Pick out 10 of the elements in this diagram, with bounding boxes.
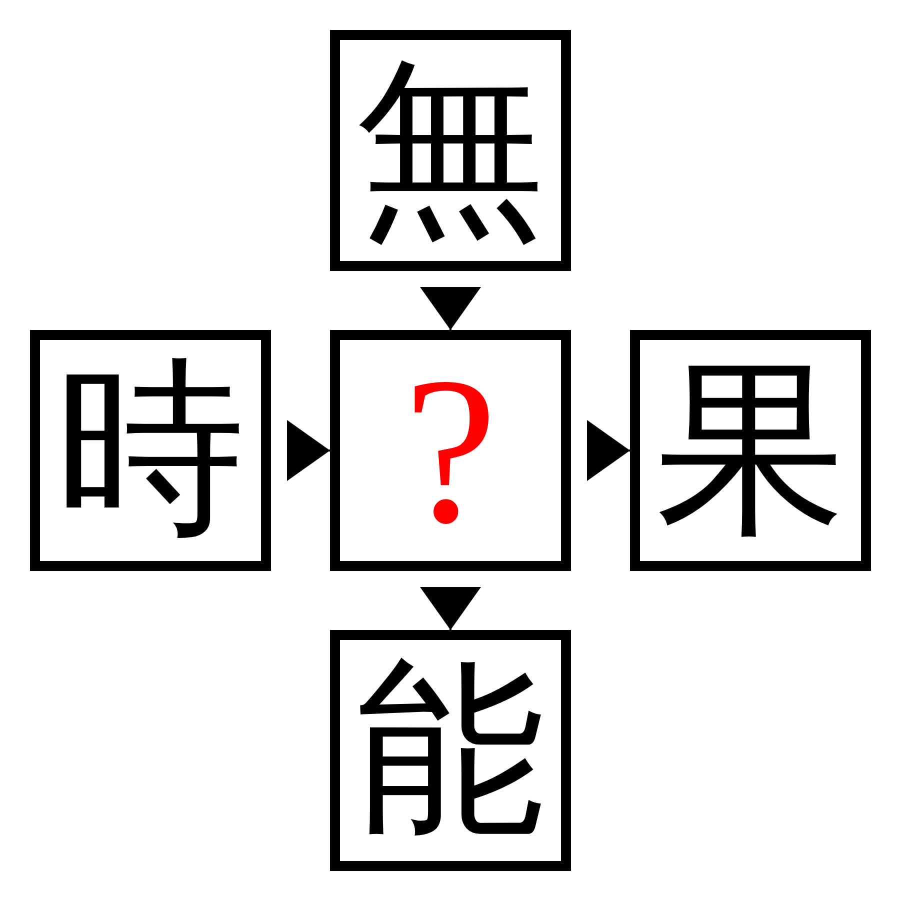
kanji-character: 時 <box>56 356 246 546</box>
question-mark: ? <box>404 346 498 556</box>
character-box <box>330 30 571 271</box>
character-box <box>630 330 871 571</box>
character-box <box>330 630 571 871</box>
character-box <box>330 330 571 571</box>
kanji-character: 果 <box>656 356 846 546</box>
kanji-character: 能 <box>356 656 546 846</box>
kanji-character: 無 <box>356 56 546 246</box>
character-box <box>30 330 271 571</box>
